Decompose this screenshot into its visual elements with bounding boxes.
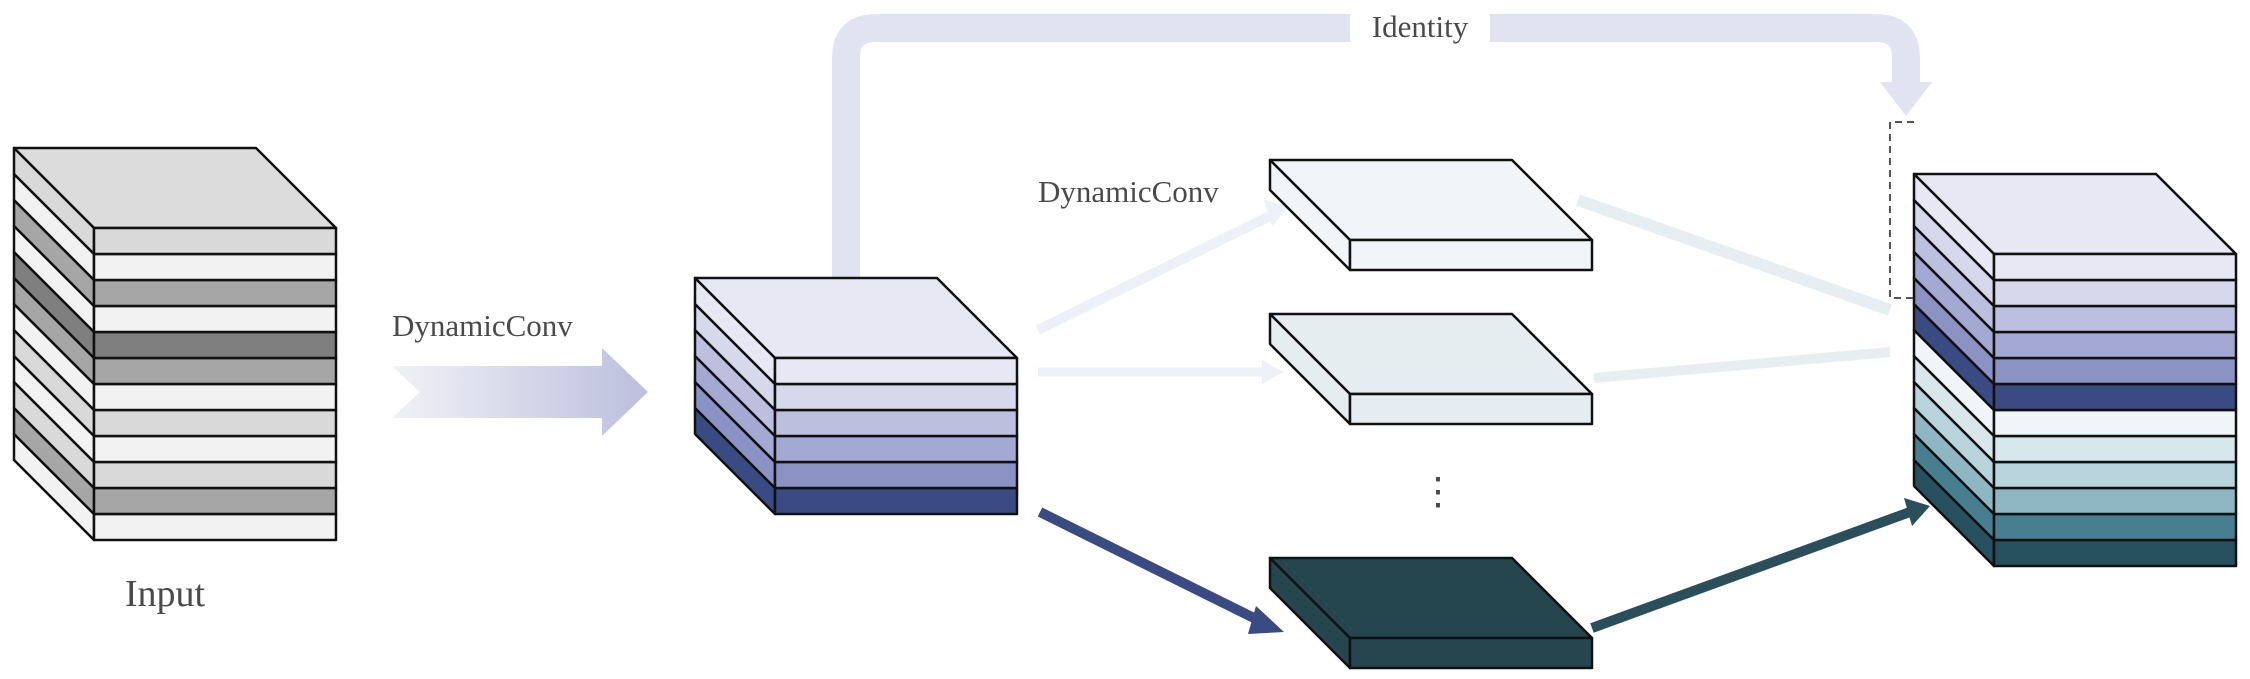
cube-front-layer bbox=[92, 486, 338, 516]
identity-arrowhead bbox=[1880, 82, 1932, 116]
merge-arrow-1 bbox=[1576, 194, 1892, 316]
cube-front-layer bbox=[773, 434, 1019, 464]
input-cube bbox=[12, 146, 338, 542]
dynamic-conv-label-left: DynamicConv bbox=[392, 308, 573, 343]
cube-front-layer bbox=[1992, 304, 2238, 334]
cube-front-layer bbox=[1992, 382, 2238, 412]
cube-front-layer bbox=[1992, 252, 2238, 282]
merge-arrowhead-3 bbox=[1904, 498, 1930, 526]
cube-front-layer bbox=[1992, 460, 2238, 490]
cube-front-layer bbox=[92, 512, 338, 542]
cube-front-layer bbox=[1992, 408, 2238, 438]
dynamic-conv-label-mid: DynamicConv bbox=[1038, 174, 1219, 209]
identity-bracket bbox=[1889, 121, 1914, 299]
feature-cube bbox=[693, 276, 1019, 516]
cube-front-layer bbox=[773, 408, 1019, 438]
cube-front-layer bbox=[92, 382, 338, 412]
cube-front-layer bbox=[773, 356, 1019, 386]
cube-front-layer bbox=[1992, 512, 2238, 542]
identity-label: Identity bbox=[1372, 9, 1469, 44]
cube-front-layer bbox=[1992, 486, 2238, 516]
cube-front-layer bbox=[1992, 330, 2238, 360]
cube-front-layer bbox=[92, 460, 338, 490]
branch-slab-3 bbox=[1268, 556, 1594, 670]
identity-label-bg bbox=[1350, 8, 1490, 48]
merge-arrow-3 bbox=[1590, 507, 1912, 633]
branch-arrowhead-1 bbox=[1264, 200, 1290, 226]
slab-front-face bbox=[1348, 392, 1594, 426]
cube-front-layer bbox=[92, 304, 338, 334]
branch-arrow-1 bbox=[1035, 207, 1281, 335]
cube-front-layer bbox=[92, 356, 338, 386]
dynamic-conv-arrow bbox=[392, 348, 648, 436]
cube-front-layer bbox=[773, 486, 1019, 516]
output-cube bbox=[1912, 172, 2238, 568]
slab-front-face bbox=[1348, 636, 1594, 670]
branch-slab-1 bbox=[1268, 158, 1594, 272]
cube-front-layer bbox=[1992, 434, 2238, 464]
slab-front-face bbox=[1348, 238, 1594, 272]
cube-front-layer bbox=[92, 278, 338, 308]
branch-arrowhead-2 bbox=[1262, 360, 1284, 384]
input-label: Input bbox=[125, 573, 206, 615]
merge-arrow-2 bbox=[1593, 347, 1891, 383]
cube-front-layer bbox=[1992, 356, 2238, 386]
branch-arrowhead-3 bbox=[1248, 606, 1284, 634]
cube-front-layer bbox=[1992, 538, 2238, 568]
cube-front-layer bbox=[92, 226, 338, 256]
cube-front-layer bbox=[92, 330, 338, 360]
branch-arrow-3 bbox=[1037, 507, 1265, 627]
ellipsis: ⋮ bbox=[1419, 471, 1457, 513]
cube-front-layer bbox=[773, 460, 1019, 490]
cube-front-layer bbox=[92, 252, 338, 282]
branch-slab-2 bbox=[1268, 312, 1594, 426]
cube-front-layer bbox=[92, 408, 338, 438]
cube-front-layer bbox=[1992, 278, 2238, 308]
cube-front-layer bbox=[773, 382, 1019, 412]
cube-front-layer bbox=[92, 434, 338, 464]
